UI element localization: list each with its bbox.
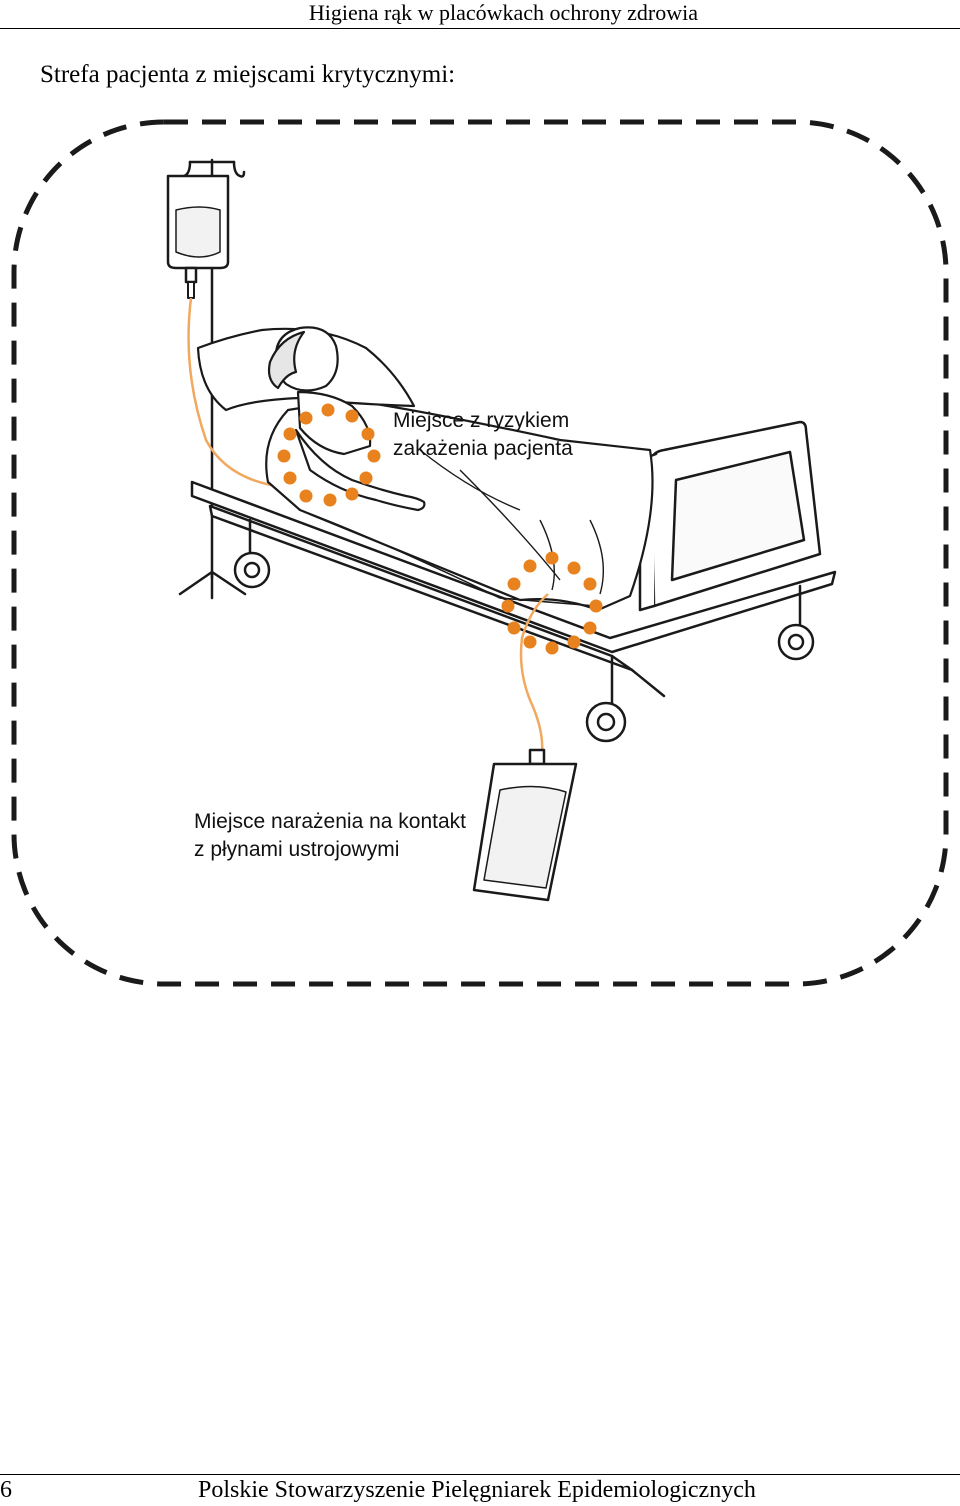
iv-drip-bag-icon (166, 174, 230, 299)
critical-site-marker-icon (361, 427, 375, 441)
urine-bag-icon (472, 748, 578, 902)
footer-organization: Polskie Stowarzyszenie Pielęgniarek Epid… (198, 1477, 756, 1503)
critical-site-marker-icon (523, 635, 537, 649)
fluid-exposure-label-line-2: z płynami ustrojowymi (194, 838, 400, 861)
critical-site-marker-icon (345, 487, 359, 501)
critical-site-marker-icon (501, 599, 515, 613)
fluid-exposure-label: Miejsce narażenia na kontakt z płynami u… (194, 808, 466, 864)
infection-risk-markers (277, 403, 381, 507)
fluid-exposure-label-line-1: Miejsce narażenia na kontakt (194, 810, 466, 833)
critical-site-marker-icon (545, 551, 559, 565)
critical-site-marker-icon (323, 493, 337, 507)
critical-site-marker-icon (567, 561, 581, 575)
critical-site-marker-icon (545, 641, 559, 655)
critical-site-marker-icon (507, 577, 521, 591)
critical-site-marker-icon (589, 599, 603, 613)
running-header: Higiena rąk w placówkach ochrony zdrowia (308, 0, 698, 25)
critical-site-marker-icon (583, 577, 597, 591)
critical-site-marker-icon (299, 489, 313, 503)
critical-site-marker-icon (523, 559, 537, 573)
catheter-tubing (519, 593, 549, 755)
critical-site-marker-icon (567, 635, 581, 649)
infection-risk-label-line-1: Miejsce z ryzykiem (393, 409, 570, 432)
patient-zone-illustration (11, 119, 949, 987)
critical-site-marker-icon (283, 471, 297, 485)
iv-tubing (187, 297, 291, 490)
critical-site-marker-icon (583, 621, 597, 635)
critical-site-marker-icon (359, 471, 373, 485)
hospital-bed-icon (190, 420, 837, 743)
critical-site-marker-icon (299, 411, 313, 425)
footer-divider (0, 1474, 960, 1475)
patient-zone-border (11, 119, 949, 987)
infection-risk-label: Miejsce z ryzykiem zakażenia pacjenta (393, 407, 573, 463)
critical-site-marker-icon (277, 449, 291, 463)
patient-zone-figure: Miejsce z ryzykiem zakażenia pacjenta Mi… (0, 110, 960, 1000)
infection-risk-label-line-2: zakażenia pacjenta (393, 437, 573, 460)
header-divider (0, 28, 960, 29)
page-number: 6 (0, 1477, 12, 1503)
fluid-exposure-markers (501, 551, 603, 655)
section-title: Strefa pacjenta z miejscami krytycznymi: (40, 61, 456, 88)
patient-icon (267, 326, 426, 512)
critical-site-marker-icon (507, 621, 521, 635)
critical-site-marker-icon (345, 409, 359, 423)
critical-site-marker-icon (367, 449, 381, 463)
critical-site-marker-icon (283, 427, 297, 441)
critical-site-marker-icon (321, 403, 335, 417)
